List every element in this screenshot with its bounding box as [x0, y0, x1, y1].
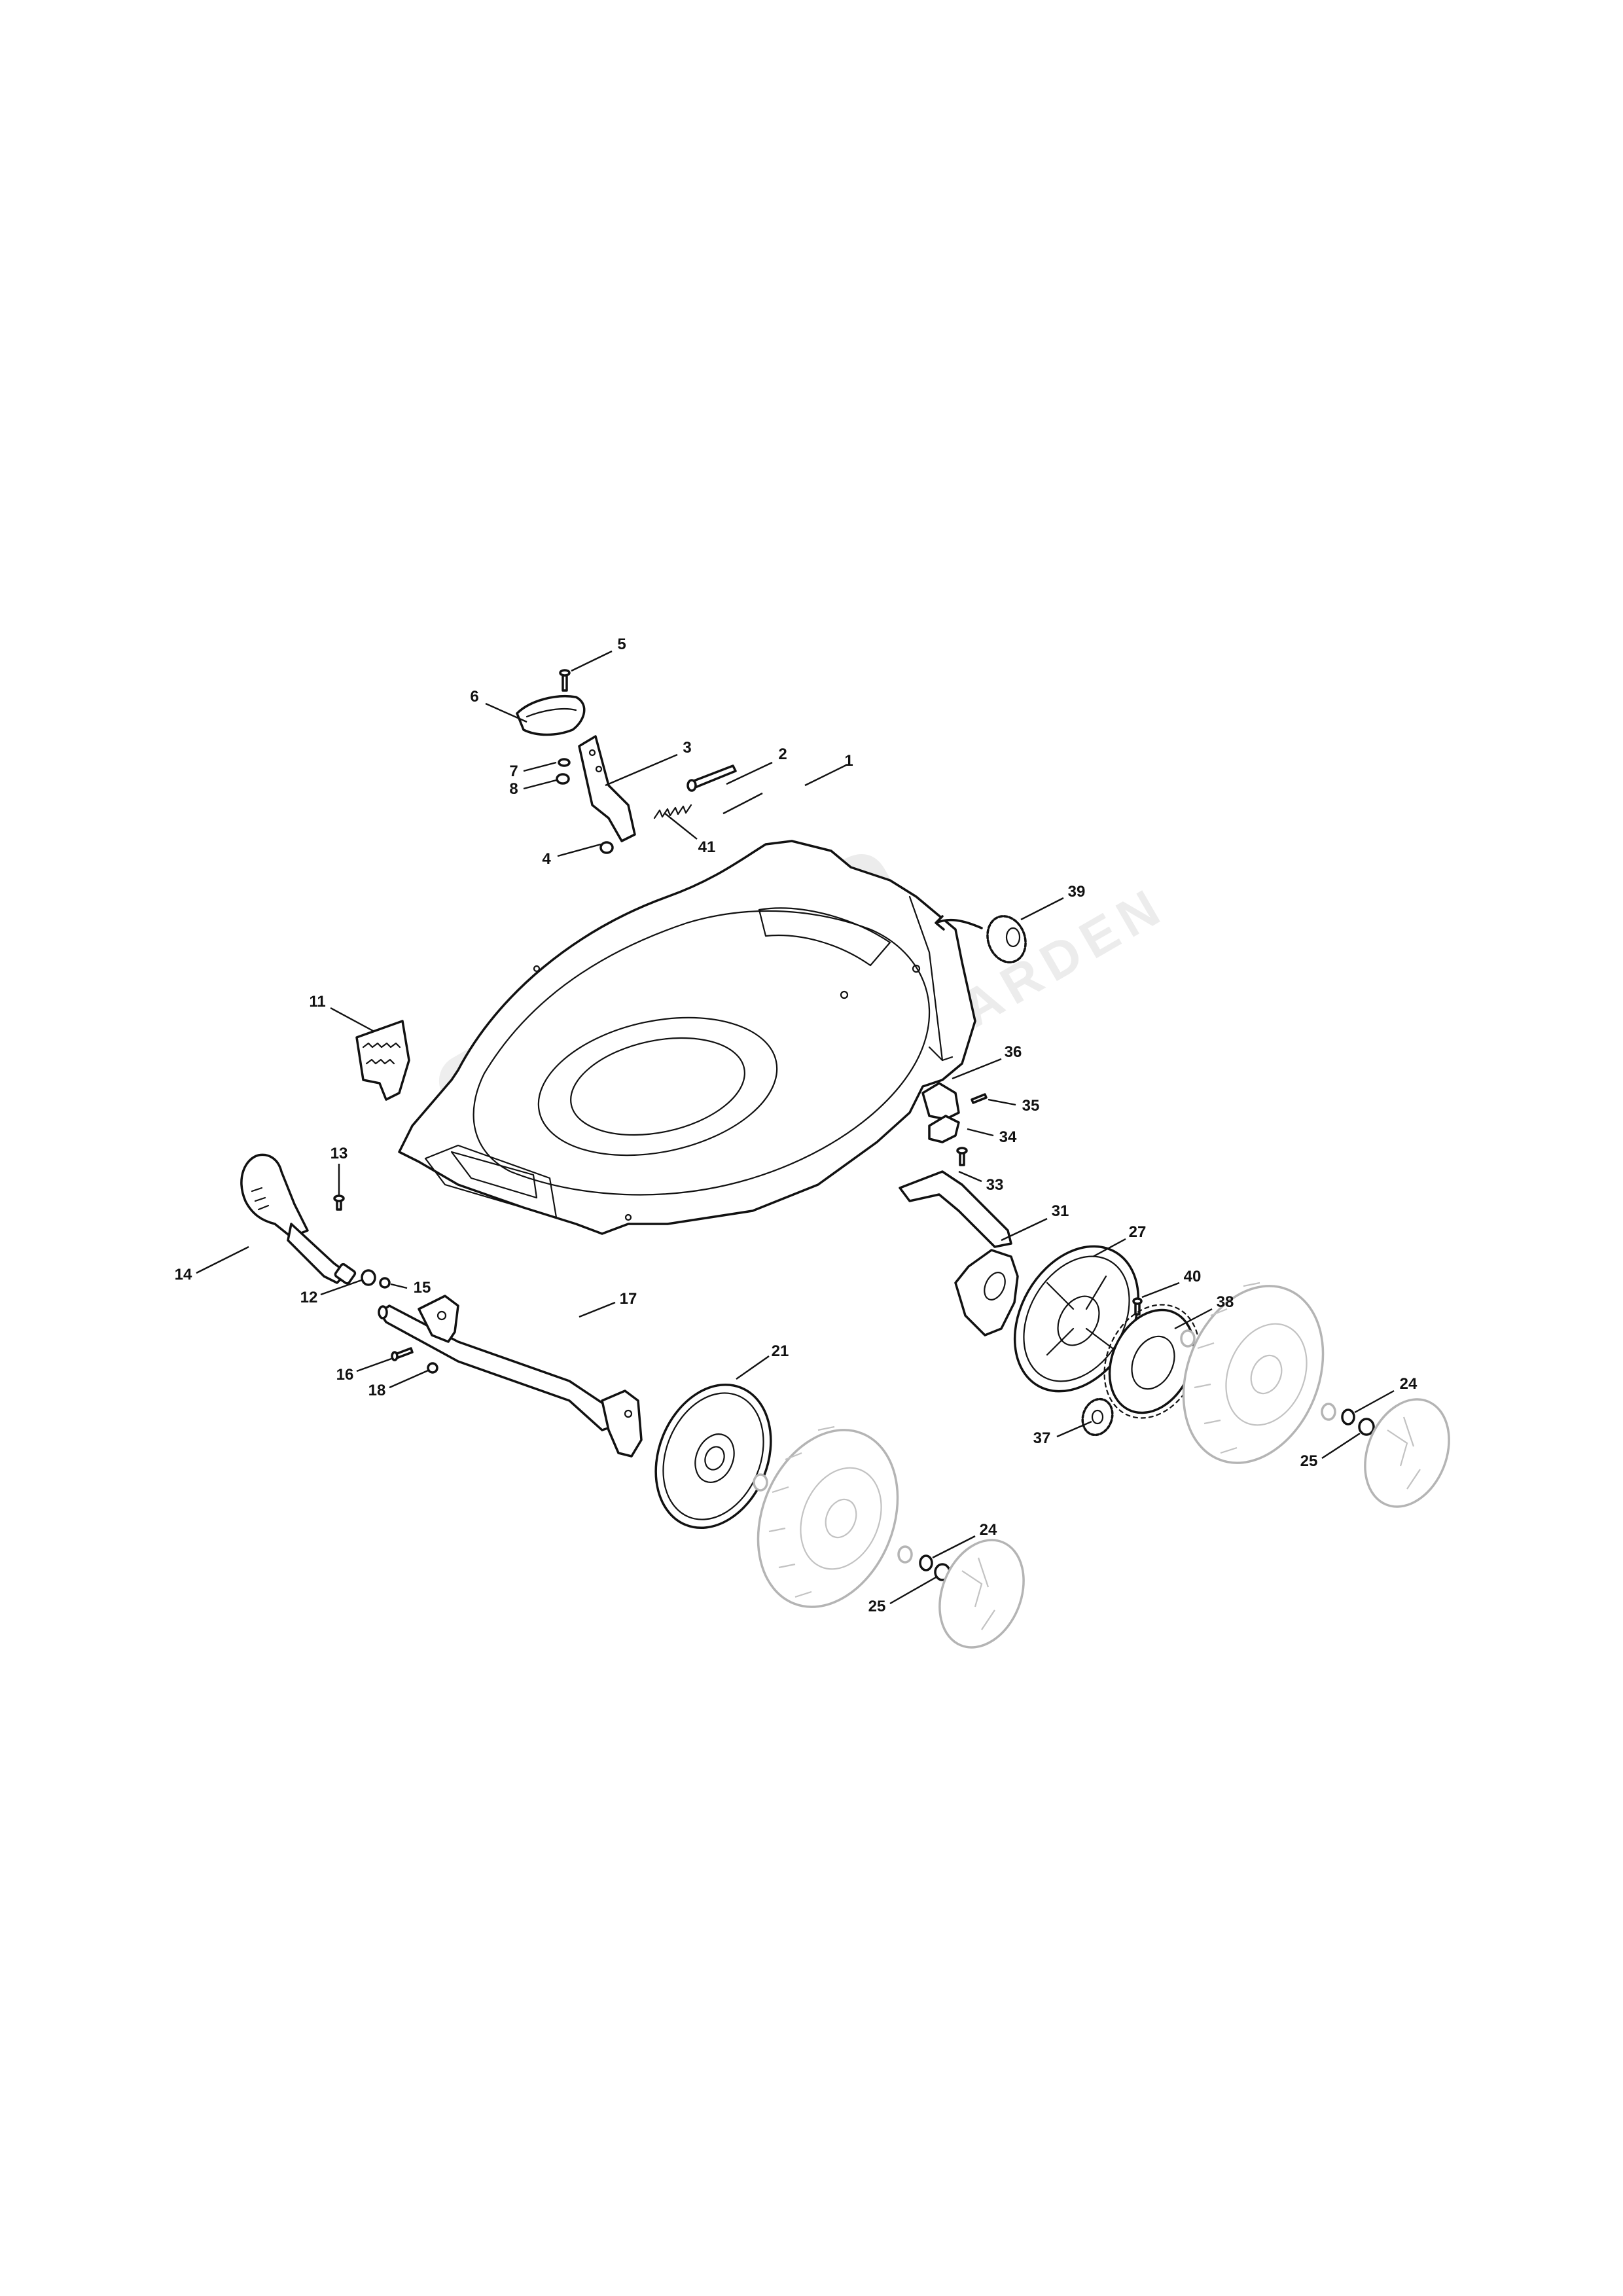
nut-25b: [1358, 1418, 1375, 1436]
callout-7: 7: [509, 762, 518, 780]
rear-drive-assembly: [899, 915, 1200, 1437]
callout-12: 12: [300, 1289, 318, 1306]
callout-21: 21: [772, 1342, 789, 1360]
callout-40: 40: [1184, 1268, 1202, 1285]
callout-24b: 24: [1400, 1375, 1418, 1393]
callout-3: 3: [683, 739, 691, 757]
callout-13: 13: [330, 1145, 348, 1162]
front-axle-assembly: [378, 1295, 643, 1458]
callout-25a: 25: [868, 1598, 886, 1615]
mower-deck: [398, 840, 976, 1235]
nut-18: [427, 1362, 438, 1374]
washer-24b: [1341, 1408, 1355, 1426]
lever-knob-14: [240, 1153, 309, 1238]
washer-7: [558, 758, 571, 767]
callout-14: 14: [175, 1266, 192, 1283]
callout-labels: 1 2 3 4 5 6 7 8 11 12 13 14 15 16 17 18 …: [175, 636, 1418, 1615]
callout-41: 41: [698, 838, 716, 856]
callout-37: 37: [1033, 1429, 1051, 1447]
nut-8: [556, 773, 570, 785]
callout-31: 31: [1052, 1202, 1069, 1220]
rear-bracket-11: [355, 1020, 410, 1101]
callout-6: 6: [470, 688, 478, 706]
clamp-34: [928, 1115, 960, 1143]
screw-35: [971, 1093, 988, 1104]
direction-arrow: [935, 915, 983, 931]
callout-36: 36: [1005, 1043, 1022, 1061]
callout-1: 1: [844, 752, 853, 770]
callout-25b: 25: [1300, 1452, 1318, 1470]
rear-wheel-ghost: [1180, 1282, 1450, 1508]
leader-lines: [196, 650, 1395, 1605]
callout-15: 15: [414, 1279, 431, 1297]
drive-pinion-39: [935, 915, 1027, 963]
front-wheel-ghost: [753, 1426, 1025, 1649]
callout-24a: 24: [980, 1521, 997, 1539]
callout-35: 35: [1022, 1097, 1040, 1115]
callout-33: 33: [986, 1176, 1004, 1194]
callout-39: 39: [1068, 883, 1086, 901]
callout-5: 5: [617, 636, 626, 653]
axle-17: [378, 1304, 613, 1431]
front-height-lever: [240, 1153, 391, 1289]
bracket-36: [921, 1082, 960, 1121]
callout-2: 2: [778, 745, 787, 763]
washer-12: [361, 1269, 376, 1286]
callout-8: 8: [509, 780, 518, 798]
nut-4: [599, 841, 614, 854]
drive-bracket-31: [954, 1249, 1019, 1336]
callout-16: 16: [336, 1366, 354, 1384]
callout-38: 38: [1217, 1293, 1234, 1311]
pinion-37: [1081, 1397, 1114, 1437]
pivot-pin-2: [689, 764, 737, 789]
callout-18: 18: [368, 1382, 386, 1399]
callout-11: 11: [309, 993, 325, 1011]
height-adjuster-assembly: [516, 669, 737, 854]
callout-4: 4: [542, 850, 551, 868]
spring-41: [653, 804, 692, 819]
height-lever-bracket: [578, 735, 636, 842]
callout-34: 34: [999, 1128, 1017, 1146]
callout-17: 17: [620, 1290, 637, 1308]
height-lever-knob: [516, 695, 586, 736]
washer-24a: [919, 1554, 933, 1571]
nut-15: [379, 1277, 391, 1289]
callout-27: 27: [1129, 1223, 1147, 1241]
